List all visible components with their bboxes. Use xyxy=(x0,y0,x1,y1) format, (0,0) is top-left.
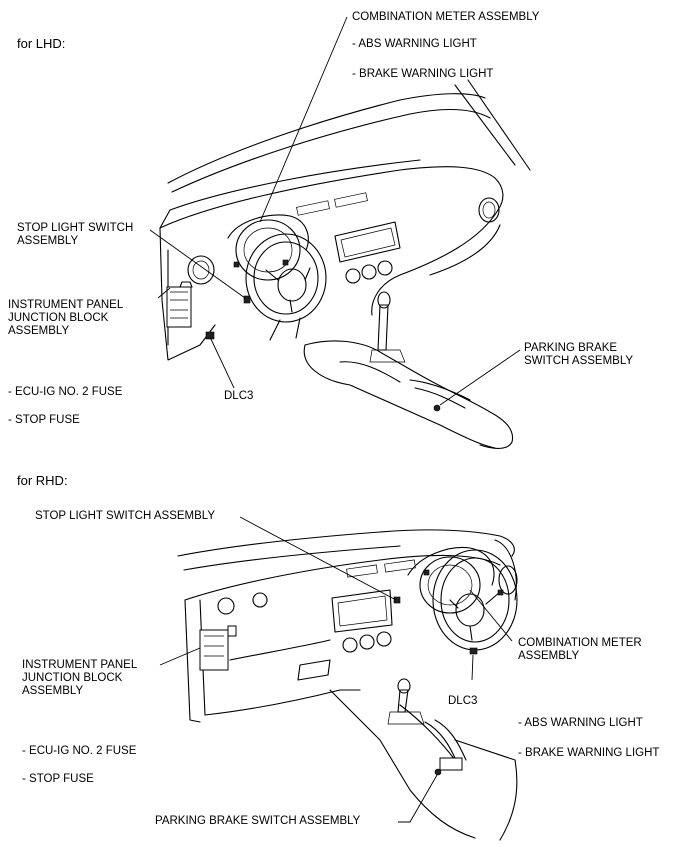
rhd-stop-light-switch-label: STOP LIGHT SWITCH ASSEMBLY xyxy=(35,510,216,522)
lhd-combination-meter-label: COMBINATION METER ASSEMBLY xyxy=(352,11,540,23)
rhd-stop-fuse-label: - STOP FUSE xyxy=(22,773,94,785)
lhd-dashboard-drawing xyxy=(159,79,531,449)
lhd-dlc3-label: DLC3 xyxy=(224,390,254,402)
rhd-parking-brake-label: PARKING BRAKE SWITCH ASSEMBLY xyxy=(155,815,361,827)
rhd-abs-warning-label: - ABS WARNING LIGHT xyxy=(518,717,643,729)
rhd-combination-meter-label: COMBINATION METER ASSEMBLY xyxy=(518,637,642,662)
lhd-stop-fuse-label: - STOP FUSE xyxy=(8,414,80,426)
rhd-dlc3-label: DLC3 xyxy=(448,695,478,707)
lhd-abs-warning-label: - ABS WARNING LIGHT xyxy=(352,38,477,50)
rhd-leader-lines xyxy=(159,516,513,823)
rhd-brake-warning-label: - BRAKE WARNING LIGHT xyxy=(518,747,660,759)
rhd-ecu-fuse-label: - ECU-IG NO. 2 FUSE xyxy=(22,745,137,757)
lhd-brake-warning-label: - BRAKE WARNING LIGHT xyxy=(352,68,494,80)
lhd-leader-lines xyxy=(149,16,521,406)
lhd-ecu-fuse-label: - ECU-IG NO. 2 FUSE xyxy=(8,386,123,398)
rhd-junction-block-label: INSTRUMENT PANEL JUNCTION BLOCK ASSEMBLY xyxy=(22,659,138,697)
lhd-parking-brake-label: PARKING BRAKE SWITCH ASSEMBLY xyxy=(524,342,634,367)
rhd-heading: for RHD: xyxy=(17,473,68,488)
rhd-dashboard-drawing xyxy=(177,529,518,841)
lhd-junction-block-label: INSTRUMENT PANEL JUNCTION BLOCK ASSEMBLY xyxy=(8,299,124,337)
lhd-stop-light-switch-label: STOP LIGHT SWITCH ASSEMBLY xyxy=(17,222,134,247)
lhd-heading: for LHD: xyxy=(17,36,66,51)
